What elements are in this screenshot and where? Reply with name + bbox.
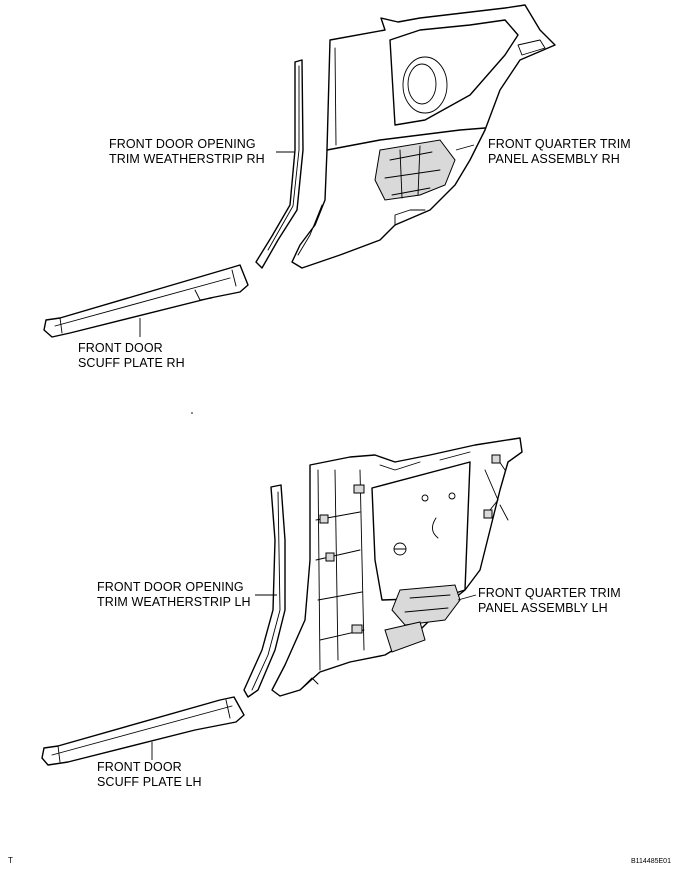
- label-quarter-trim-lh: FRONT QUARTER TRIM PANEL ASSEMBLY LH: [478, 586, 621, 615]
- corner-mark: T: [8, 856, 13, 865]
- rh-quarter-trim-panel: [291, 4, 556, 269]
- lh-weatherstrip: [243, 484, 286, 698]
- rh-scuff-plate: [43, 264, 249, 338]
- figure-code: B114485E01: [631, 858, 671, 865]
- leader-quarter-trim-lh: [457, 594, 477, 601]
- label-weatherstrip-rh: FRONT DOOR OPENING TRIM WEATHERSTRIP RH: [109, 137, 265, 166]
- lh-scuff-plate: [41, 696, 245, 766]
- label-weatherstrip-lh: FRONT DOOR OPENING TRIM WEATHERSTRIP LH: [97, 580, 251, 609]
- lh-quarter-trim-panel: [271, 437, 523, 697]
- label-quarter-trim-rh: FRONT QUARTER TRIM PANEL ASSEMBLY RH: [488, 137, 631, 166]
- rh-weatherstrip: [255, 59, 304, 269]
- label-scuff-plate-lh: FRONT DOOR SCUFF PLATE LH: [97, 760, 202, 789]
- label-scuff-plate-rh: FRONT DOOR SCUFF PLATE RH: [78, 341, 185, 370]
- leader-quarter-trim-rh: [455, 144, 475, 151]
